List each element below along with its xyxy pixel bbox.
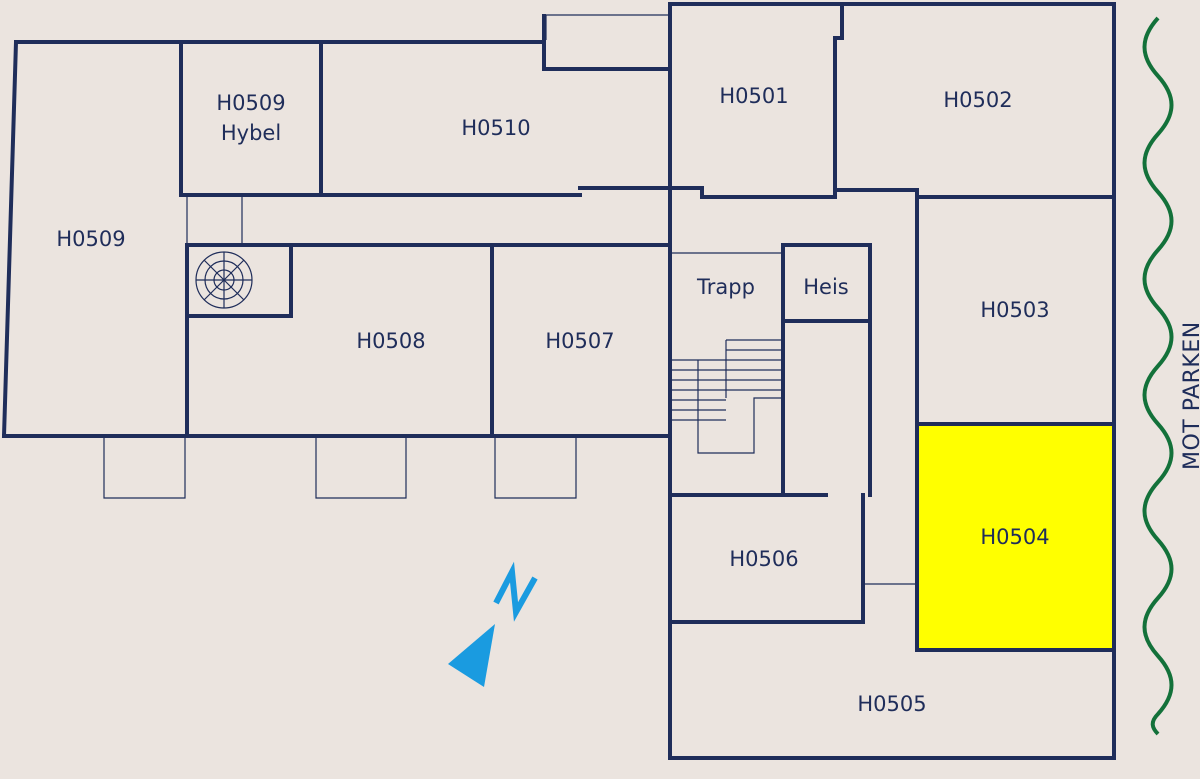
north-letter-icon bbox=[493, 561, 538, 622]
room-h0501-label[interactable]: H0501 bbox=[719, 84, 788, 108]
trapp-label: Trapp bbox=[696, 275, 755, 299]
room-h0503-label[interactable]: H0503 bbox=[980, 298, 1049, 322]
room-h0506-label[interactable]: H0506 bbox=[729, 547, 798, 571]
mot-parken-label: MOT PARKEN bbox=[1180, 321, 1200, 470]
room-h0510-label[interactable]: H0510 bbox=[461, 116, 530, 140]
room-h0508-label[interactable]: H0508 bbox=[356, 329, 425, 353]
park-edge-line bbox=[1142, 16, 1174, 736]
room-h0504-highlight[interactable] bbox=[915, 422, 1116, 652]
north-compass bbox=[448, 561, 538, 687]
ventilation-icon bbox=[195, 251, 253, 309]
room-h0505-label[interactable]: H0505 bbox=[857, 692, 926, 716]
room-h0509-hybel-label[interactable]: H0509 bbox=[216, 91, 285, 115]
north-arrow-icon bbox=[448, 624, 495, 687]
room-h0507-label[interactable]: H0507 bbox=[545, 329, 614, 353]
room-h0504-label[interactable]: H0504 bbox=[980, 525, 1049, 549]
walls bbox=[1, 2, 1116, 760]
heis-label: Heis bbox=[803, 275, 849, 299]
stairs-icon bbox=[670, 339, 782, 454]
room-h0509-label[interactable]: H0509 bbox=[56, 227, 125, 251]
thin-details bbox=[103, 14, 917, 585]
room-h0509-hybel-sublabel: Hybel bbox=[221, 121, 281, 145]
room-h0502-label[interactable]: H0502 bbox=[943, 88, 1012, 112]
